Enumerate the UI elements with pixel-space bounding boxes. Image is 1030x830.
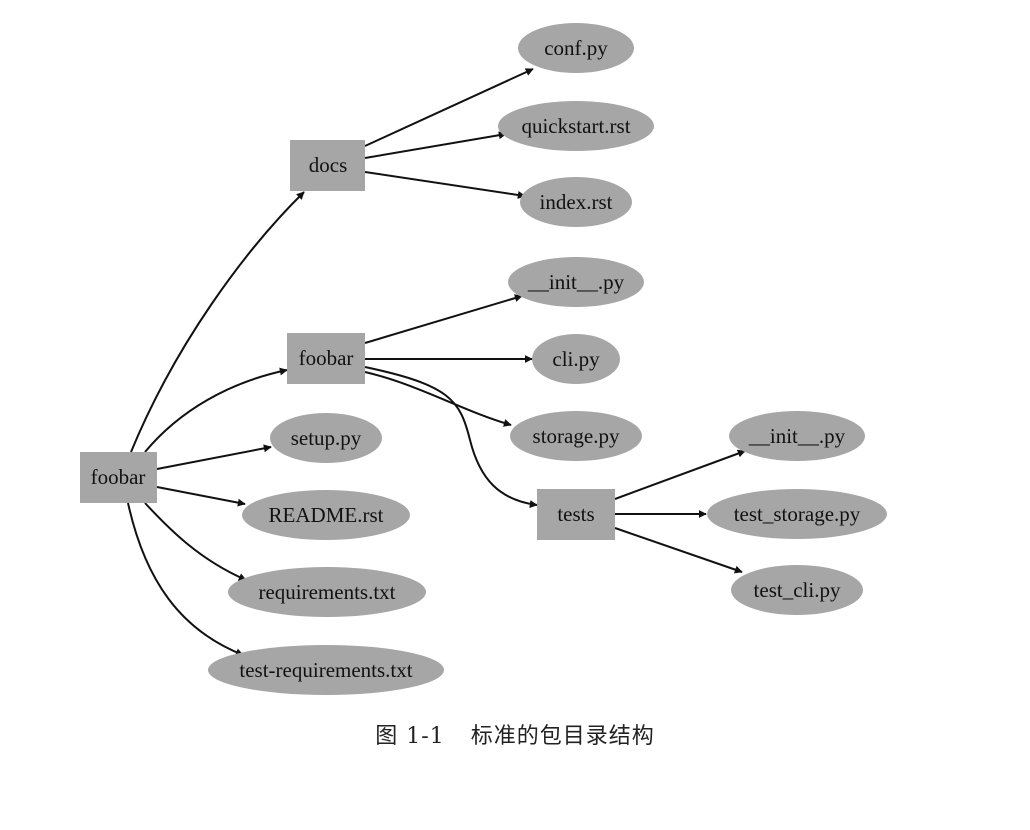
edge-root-test-requirements	[127, 502, 244, 657]
node-label: cli.py	[552, 347, 600, 371]
node-label: test-requirements.txt	[239, 658, 412, 682]
edge-docs-conf	[364, 68, 534, 147]
node-label: docs	[309, 153, 348, 177]
node-readme: README.rst	[242, 490, 410, 540]
edge-pkg-tests	[364, 366, 538, 508]
node-test-cli: test_cli.py	[731, 565, 863, 615]
edge-docs-index	[364, 171, 526, 199]
edge-tests-test-cli	[614, 527, 743, 574]
node-label: tests	[557, 502, 594, 526]
figure-caption-text: 标准的包目录结构	[470, 724, 655, 749]
node-label: setup.py	[291, 426, 362, 450]
node-test-storage: test_storage.py	[707, 489, 887, 539]
node-label: storage.py	[533, 424, 620, 448]
node-label: quickstart.rst	[521, 114, 630, 138]
node-setup: setup.py	[270, 413, 382, 463]
node-pkg: foobar	[287, 333, 365, 384]
edge-root-requirements	[144, 502, 247, 581]
edge-tests-init	[614, 449, 746, 500]
node-label: requirements.txt	[258, 580, 395, 604]
edge-root-pkg	[144, 367, 288, 453]
node-label: test_cli.py	[754, 578, 841, 602]
node-requirements: requirements.txt	[228, 567, 426, 617]
edge-root-readme	[156, 486, 246, 507]
node-pkg-init: __init__.py	[508, 257, 644, 307]
node-label: foobar	[91, 465, 146, 489]
edge-root-docs	[130, 191, 305, 453]
node-root: foobar	[80, 452, 157, 503]
edge-root-setup	[156, 444, 272, 470]
node-test-requirements: test-requirements.txt	[208, 645, 444, 695]
edge-pkg-init	[364, 294, 523, 344]
node-tests-init: __init__.py	[729, 411, 865, 461]
node-cli: cli.py	[532, 334, 620, 384]
node-label: test_storage.py	[734, 502, 861, 526]
node-tests: tests	[537, 489, 615, 540]
edge-docs-quickstart	[364, 131, 507, 159]
node-label: index.rst	[540, 190, 613, 214]
node-label: conf.py	[544, 36, 608, 60]
node-index: index.rst	[520, 177, 632, 227]
directory-tree-diagram: foobar docs foobar tests setup.py README…	[80, 23, 887, 695]
node-label: __init__.py	[527, 270, 625, 294]
node-docs: docs	[290, 140, 365, 191]
node-label: README.rst	[269, 503, 384, 527]
edges	[127, 68, 746, 657]
node-quickstart: quickstart.rst	[498, 101, 654, 151]
node-label: foobar	[299, 346, 354, 370]
figure-caption: 图 1-1 标准的包目录结构	[0, 718, 1030, 750]
node-label: __init__.py	[748, 424, 846, 448]
figure-number: 图 1-1	[375, 724, 445, 749]
node-storage: storage.py	[510, 411, 642, 461]
node-conf: conf.py	[518, 23, 634, 73]
edge-pkg-storage	[364, 371, 512, 427]
